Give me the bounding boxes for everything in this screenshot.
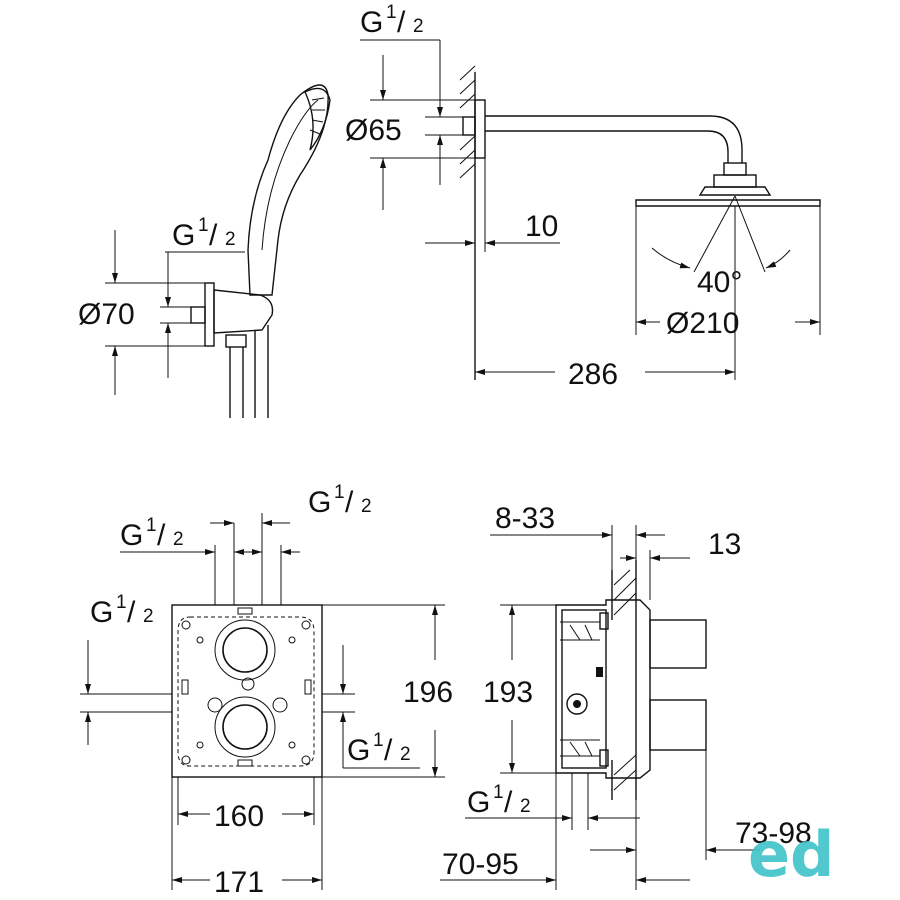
hand-shower-view — [105, 84, 331, 418]
svg-text:1: 1 — [198, 215, 209, 236]
svg-text:G: G — [467, 786, 490, 819]
svg-text:1: 1 — [373, 730, 384, 751]
svg-text:1: 1 — [146, 515, 157, 536]
shower-arm-view — [360, 39, 821, 380]
label-dim-8-33: 8-33 — [495, 502, 555, 535]
svg-text:/: / — [209, 219, 218, 252]
svg-text:1: 1 — [334, 482, 345, 503]
label-dim-196: 196 — [403, 676, 453, 709]
label-dim-70-95: 70-95 — [442, 848, 519, 881]
mixer-front-view — [80, 513, 445, 890]
mixer-side-view — [440, 525, 760, 890]
label-angle-40: 40° — [697, 266, 742, 299]
label-g-half-box-right: G 1 / 2 — [347, 730, 411, 767]
label-dim-13: 13 — [708, 528, 741, 561]
svg-text:2: 2 — [361, 496, 372, 517]
svg-text:2: 2 — [400, 744, 411, 765]
svg-text:/: / — [384, 734, 393, 767]
svg-text:G: G — [308, 486, 331, 519]
label-dim-73-98: 73-98 — [735, 817, 812, 850]
svg-text:2: 2 — [143, 606, 154, 627]
svg-text:2: 2 — [225, 229, 236, 250]
svg-text:1: 1 — [116, 592, 127, 613]
label-dia-210: Ø210 — [666, 307, 739, 340]
label-dia-65: Ø65 — [345, 114, 402, 147]
label-g-half-box-top-left: G 1 / 2 — [120, 515, 184, 552]
svg-text:/: / — [397, 6, 406, 39]
label-dim-10: 10 — [525, 210, 558, 243]
label-g-half-box-top-right: G 1 / 2 — [308, 482, 372, 519]
label-dia-70: Ø70 — [78, 298, 135, 331]
label-g-half-box-left: G 1 / 2 — [90, 592, 154, 629]
svg-text:1: 1 — [386, 2, 397, 23]
label-dim-160: 160 — [214, 800, 264, 833]
svg-text:2: 2 — [173, 529, 184, 550]
svg-text:2: 2 — [413, 16, 424, 37]
label-g-half-side-bottom: G 1 / 2 — [467, 782, 531, 819]
label-dim-171: 171 — [214, 866, 264, 899]
svg-text:G: G — [90, 596, 113, 629]
label-dim-193: 193 — [483, 676, 533, 709]
svg-text:/: / — [157, 519, 166, 552]
svg-text:1: 1 — [493, 782, 504, 803]
svg-text:G: G — [347, 734, 370, 767]
watermark-logo: ed — [748, 818, 834, 891]
svg-text:2: 2 — [520, 796, 531, 817]
svg-text:/: / — [504, 786, 513, 819]
label-g-half-top: G 1 / 2 — [360, 2, 424, 39]
svg-text:/: / — [127, 596, 136, 629]
label-g-half-hand: G 1 / 2 — [172, 215, 236, 252]
label-dim-286: 286 — [568, 358, 618, 391]
svg-text:G: G — [360, 6, 383, 39]
svg-text:G: G — [172, 219, 195, 252]
svg-text:/: / — [345, 486, 354, 519]
svg-text:G: G — [120, 519, 143, 552]
